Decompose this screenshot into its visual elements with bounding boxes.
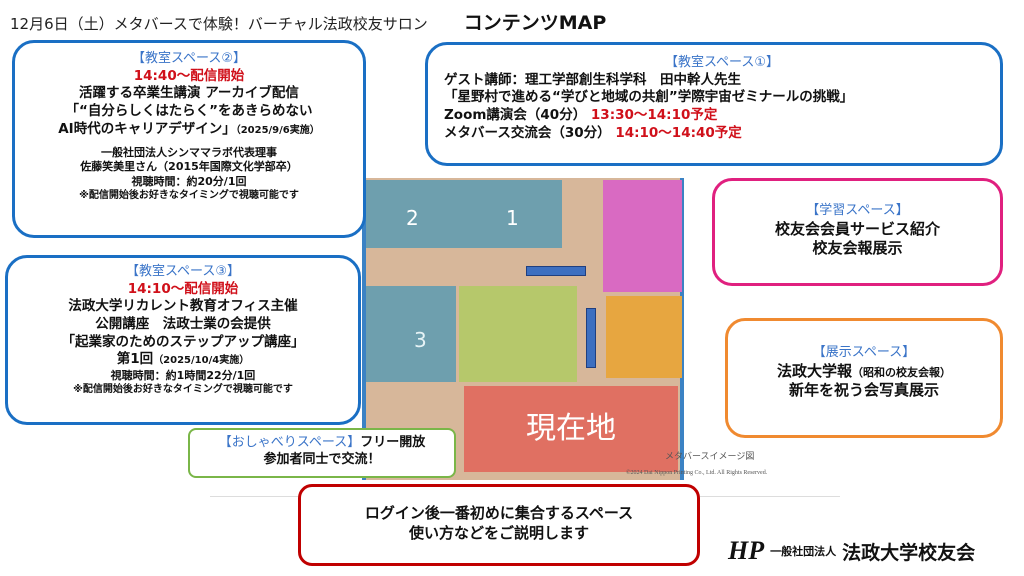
line: 新年を祝う会写真展示 bbox=[788, 381, 939, 400]
zone-exhibit[interactable] bbox=[606, 296, 682, 378]
logo-name: 法政大学校友会 bbox=[842, 541, 976, 564]
callout-chat: 【おしゃべりスペース】フリー開放 参加者同士で交流！ bbox=[188, 428, 456, 478]
callout-classroom-2: 【教室スペース②】 14:40〜配信開始 活躍する卒業生講演 アーカイブ配信 「… bbox=[12, 40, 366, 238]
line: 校友会報展示 bbox=[812, 239, 903, 258]
label: 【教室スペース①】 bbox=[664, 55, 780, 70]
start-time: 14:10〜配信開始 bbox=[127, 280, 239, 297]
copyright: ©2024 Dai Nippon Printing Co., Ltd. All … bbox=[626, 470, 768, 476]
duration: 視聴時間：約20分/1回 bbox=[131, 174, 247, 188]
zone-study[interactable] bbox=[603, 180, 682, 292]
arrow-up-icon bbox=[586, 308, 596, 368]
speaker: 一般社団法人シンママラボ代表理事 bbox=[101, 146, 277, 160]
zone-classroom-3[interactable] bbox=[366, 286, 456, 382]
callout-classroom-1: 【教室スペース①】 ゲスト講師：理工学部創生科学科 田中幹人先生 「星野村で進め… bbox=[425, 42, 1003, 166]
arrow-left-icon bbox=[526, 266, 586, 276]
line: AI時代のキャリアデザイン」 bbox=[58, 120, 236, 137]
zoom-session: Zoom講演会（40分） bbox=[444, 106, 587, 123]
map-caption: メタバースイメージ図 bbox=[665, 452, 755, 462]
line: 「“自分らしくはたらく”をあきらめない bbox=[65, 102, 313, 119]
free-access: フリー開放 bbox=[360, 435, 426, 450]
metaverse-map: 2 1 3 現在地 bbox=[362, 178, 684, 480]
header: 12月6日（土）メタバースで体験！バーチャル法政校友サロン コンテンツMAP bbox=[10, 8, 606, 35]
label: 【学習スペース】 bbox=[806, 203, 909, 218]
callout-current-location: ログイン後一番初めに集合するスペース 使い方などをご説明します bbox=[298, 484, 700, 566]
note: （昭和の校友会報） bbox=[852, 365, 951, 379]
hosei-logo-mark-icon: HP bbox=[728, 536, 765, 565]
date: （2025/10/4実施） bbox=[153, 355, 250, 367]
room-2-number: 2 bbox=[406, 206, 419, 230]
label: 【展示スペース】 bbox=[812, 345, 916, 360]
note: ※配信開始後お好きなタイミングで視聴可能です bbox=[79, 189, 299, 201]
zone-chat[interactable] bbox=[459, 286, 577, 382]
page-title: コンテンツMAP bbox=[463, 12, 607, 34]
note: ※配信開始後お好きなタイミングで視聴可能です bbox=[73, 383, 293, 395]
line: 使い方などをご説明します bbox=[408, 523, 589, 542]
line: 「起業家のためのステップアップ講座」 bbox=[61, 333, 305, 350]
line: 活躍する卒業生講演 アーカイブ配信 bbox=[79, 85, 299, 102]
event-title: 12月6日（土）メタバースで体験！バーチャル法政校友サロン bbox=[10, 15, 428, 33]
start-time: 14:40〜配信開始 bbox=[133, 67, 245, 84]
date: （2025/9/6実施） bbox=[235, 124, 320, 136]
callout-classroom-3: 【教室スペース③】 14:10〜配信開始 法政大学リカレント教育オフィス主催 公… bbox=[5, 255, 361, 425]
room-1-number: 1 bbox=[506, 206, 519, 230]
line: 公開講座 法政士業の会提供 bbox=[95, 315, 271, 332]
logo-prefix: 一般社団法人 bbox=[770, 545, 837, 558]
line: 校友会会員サービス紹介 bbox=[774, 219, 940, 238]
zone-current-location[interactable]: 現在地 bbox=[464, 386, 678, 472]
callout-exhibit: 【展示スペース】 法政大学報（昭和の校友会報） 新年を祝う会写真展示 bbox=[725, 318, 1003, 438]
line: 法政大学リカレント教育オフィス主催 bbox=[68, 298, 298, 315]
current-location-label: 現在地 bbox=[526, 411, 616, 446]
guest: ゲスト講師：理工学部創生科学科 田中幹人先生 bbox=[444, 71, 741, 88]
hosei-alumni-logo: HP 一般社団法人 法政大学校友会 bbox=[728, 536, 975, 566]
duration: 視聴時間：約1時間22分/1回 bbox=[110, 368, 256, 382]
metaverse-session: メタバース交流会（30分） bbox=[444, 124, 611, 141]
line: 法政大学報 bbox=[776, 361, 852, 380]
line: 第1回 bbox=[116, 351, 154, 368]
line: 参加者同士で交流！ bbox=[263, 451, 381, 467]
topic: 「星野村で進める“学びと地域の共創”学際宇宙ゼミナールの挑戦」 bbox=[444, 89, 854, 106]
speaker: 佐藤笑美里さん（2015年国際文化学部卒） bbox=[80, 160, 298, 174]
label: 【教室スペース③】 bbox=[125, 264, 241, 279]
label: 【おしゃべりスペース】 bbox=[218, 435, 361, 450]
callout-study: 【学習スペース】 校友会会員サービス紹介 校友会報展示 bbox=[712, 178, 1003, 286]
zone-classroom-1-2[interactable] bbox=[366, 180, 562, 248]
zoom-time: 13:30〜14:10予定 bbox=[590, 106, 718, 123]
metaverse-time: 14:10〜14:40予定 bbox=[615, 124, 742, 141]
line: ログイン後一番初めに集合するスペース bbox=[364, 504, 634, 522]
room-3-number: 3 bbox=[414, 328, 427, 352]
label: 【教室スペース②】 bbox=[131, 51, 247, 66]
